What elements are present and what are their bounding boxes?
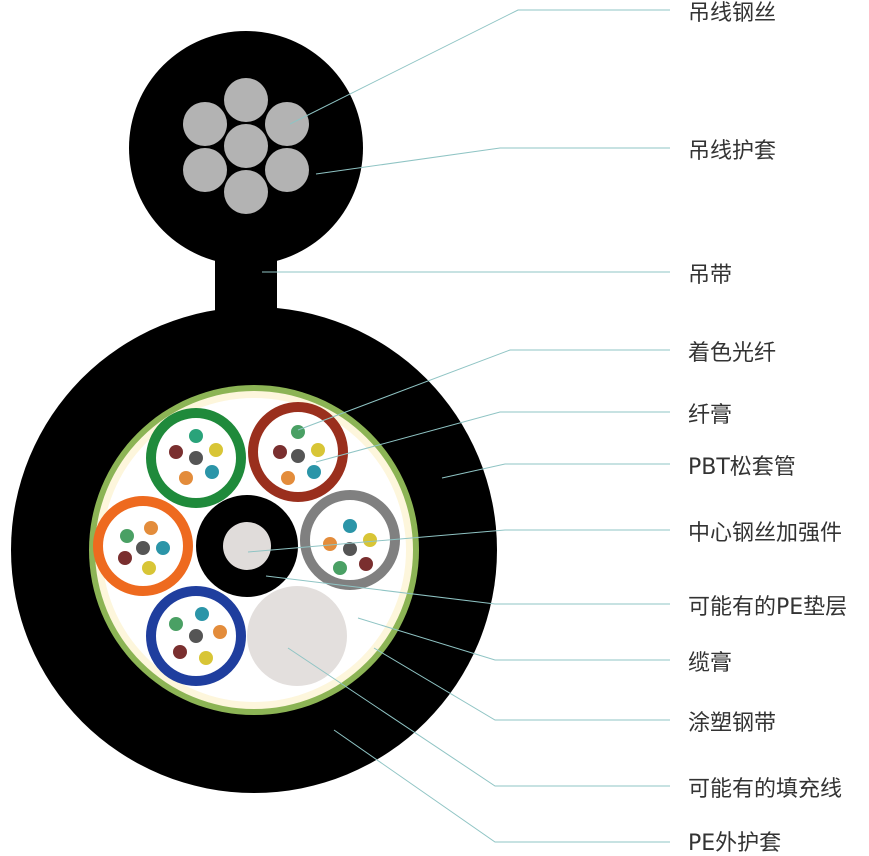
loose-tube-orange [93, 496, 193, 596]
fiber [169, 445, 183, 459]
fiber [189, 429, 203, 443]
fiber [281, 471, 295, 485]
loose-tube-green [146, 408, 246, 508]
fiber [307, 465, 321, 479]
label-coated-steel-tape: 涂塑钢带 [688, 711, 776, 736]
fiber [142, 561, 156, 575]
fiber [359, 557, 373, 571]
steel-wire-strand [224, 170, 268, 214]
leader-line [297, 349, 670, 431]
steel-wire-strand [183, 148, 227, 192]
label-cable-gel: 缆膏 [688, 651, 732, 676]
fiber [179, 471, 193, 485]
fiber [189, 451, 203, 465]
fiber [323, 537, 337, 551]
label-fiber-gel: 纤膏 [688, 403, 732, 428]
fiber [169, 617, 183, 631]
leader-line [357, 617, 670, 661]
fiber [333, 561, 347, 575]
steel-wire-strand [265, 148, 309, 192]
filler-rope [247, 586, 347, 686]
steel-wire-strand [224, 78, 268, 122]
leader-line [289, 9, 670, 125]
label-colored-fiber: 着色光纤 [688, 341, 776, 366]
leader-line [315, 147, 670, 175]
leader-line [373, 647, 670, 721]
fiber [213, 625, 227, 639]
fiber [273, 445, 287, 459]
messenger-steel-wires [183, 78, 309, 214]
fiber [118, 551, 132, 565]
main-cable-group [11, 307, 497, 793]
label-pe-outer-sheath: PE外护套 [688, 831, 781, 856]
fiber [136, 541, 150, 555]
central-strength-wire [223, 522, 271, 570]
fiber [363, 533, 377, 547]
fiber [173, 645, 187, 659]
label-neck: 吊带 [688, 263, 732, 288]
fiber [120, 529, 134, 543]
loose-tube-blue [146, 586, 246, 686]
fiber [343, 519, 357, 533]
label-central-strength: 中心钢丝加强件 [688, 521, 842, 546]
label-filler: 可能有的填充线 [688, 777, 842, 802]
leader-lines [247, 9, 670, 843]
label-messenger-sheath: 吊线护套 [688, 139, 776, 164]
leader-line [441, 463, 670, 479]
leader-line [247, 529, 670, 553]
leader-line [315, 411, 670, 463]
leader-line [265, 575, 670, 605]
steel-wire-strand [224, 124, 268, 168]
messenger-group [129, 31, 363, 322]
label-pe-padding: 可能有的PE垫层 [688, 595, 847, 620]
fiber [343, 542, 357, 556]
fiber [156, 541, 170, 555]
label-messenger-wire: 吊线钢丝 [688, 1, 776, 26]
steel-wire-strand [265, 102, 309, 146]
fiber [205, 465, 219, 479]
loose-tube-gray [300, 490, 400, 590]
fiber [199, 651, 213, 665]
steel-wire-strand [183, 102, 227, 146]
fiber [291, 425, 305, 439]
leader-line [287, 647, 670, 787]
fiber [209, 443, 223, 457]
fiber [189, 629, 203, 643]
fiber [144, 521, 158, 535]
fiber [311, 443, 325, 457]
fiber [195, 607, 209, 621]
labels: 吊线钢丝 吊线护套 吊带 着色光纤 纤膏 PBT松套管 中心钢丝加强件 可能有的… [688, 1, 847, 856]
pbt-tube-wall [300, 490, 400, 590]
leader-line [333, 729, 670, 843]
fiber [291, 449, 305, 463]
loose-tube-brown [248, 402, 348, 502]
label-pbt-tube: PBT松套管 [688, 455, 796, 480]
